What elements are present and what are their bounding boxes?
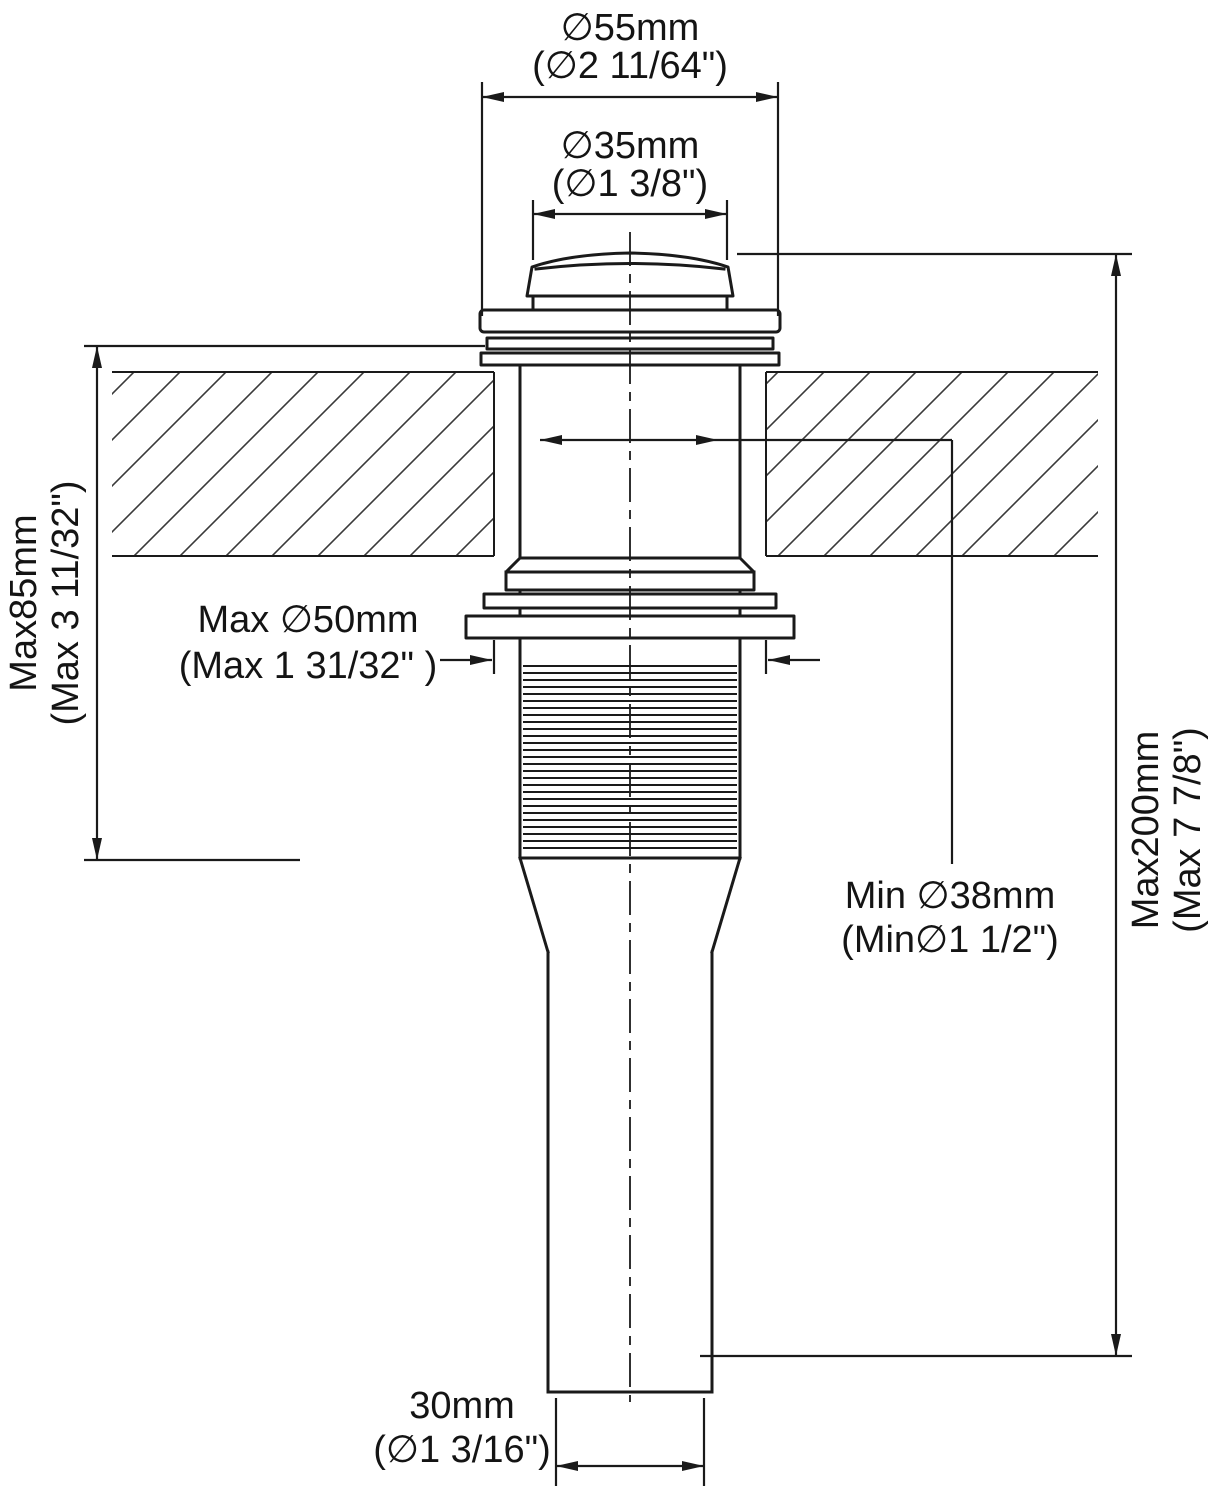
countertop-left-hatch (112, 372, 494, 556)
countertop-right-hatch (766, 372, 1098, 556)
countertop-section (112, 371, 1098, 557)
tailpiece-tube (546, 950, 714, 1394)
dim-hole-metric: Max ∅50mm (197, 599, 418, 641)
dim-deck-metric: Max85mm (3, 514, 45, 691)
dim-tailpiece-metric: 30mm (409, 1385, 515, 1427)
dim-overall-height: Max200mm (Max 7 7/8") (700, 252, 1209, 1358)
dim-mounting-hole: Max ∅50mm (Max 1 31/32" ) (179, 599, 820, 687)
dim-tailpiece: 30mm (∅1 3/16") (373, 1385, 706, 1486)
dim-inner-diameter: Min ∅38mm (Min∅1 1/2") (540, 435, 1059, 961)
dim-deck-thickness: Max85mm (Max 3 11/32") (3, 344, 485, 862)
dim-height-extensions (700, 252, 1132, 1358)
countertop-left-outline (112, 371, 495, 557)
dim-deck-imperial: (Max 3 11/32") (45, 480, 87, 725)
dim-cap-outer-imperial: (∅2 11/64") (532, 45, 728, 87)
taper-walls (518, 856, 742, 954)
countertop-right-outline (765, 371, 1098, 557)
dim-cap-outer-extensions (480, 82, 780, 316)
dim-cap-top: ∅35mm (∅1 3/8") (531, 125, 729, 260)
dim-cap-top-metric: ∅35mm (561, 125, 700, 167)
dim-tailpiece-imperial: (∅1 3/16") (373, 1429, 551, 1471)
dim-inner-imperial: (Min∅1 1/2") (841, 919, 1059, 961)
upper-tube-walls (518, 364, 742, 860)
dim-cap-top-imperial: (∅1 3/8") (552, 163, 708, 205)
dim-cap-outer: ∅55mm (∅2 11/64") (480, 7, 780, 316)
dim-hole-extensions (492, 640, 768, 674)
cap-neck (531, 294, 729, 312)
dim-deck-extensions (84, 344, 485, 862)
dim-hole-imperial: (Max 1 31/32" ) (179, 645, 438, 687)
dim-cap-outer-metric: ∅55mm (561, 7, 700, 49)
dim-height-imperial: (Max 7 7/8") (1167, 727, 1209, 933)
dim-inner-leader (718, 438, 954, 864)
dim-tailpiece-extensions (554, 1398, 706, 1486)
dim-height-metric: Max200mm (1125, 731, 1167, 930)
dim-inner-metric: Min ∅38mm (845, 875, 1055, 917)
